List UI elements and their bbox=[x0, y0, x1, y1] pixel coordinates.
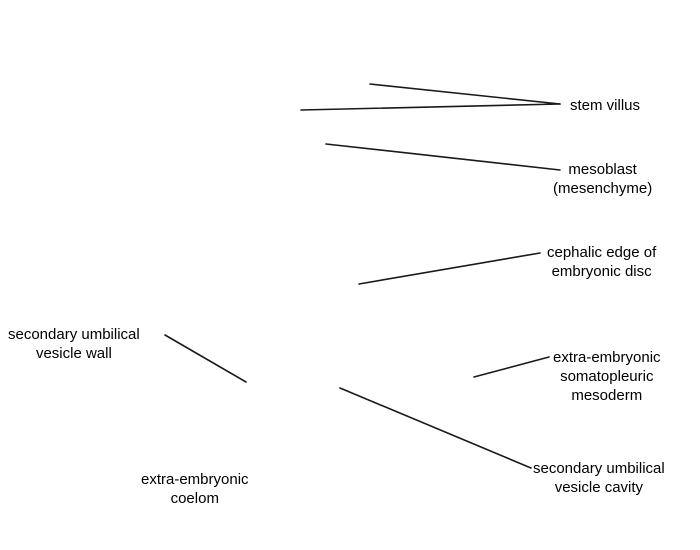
label-secondary-umbilical-vesicle-cavity-line-1: secondary umbilical bbox=[533, 460, 665, 477]
label-secondary-umbilical-vesicle-cavity: secondary umbilical vesicle cavity bbox=[533, 459, 665, 497]
leader-line-somatopleuric-mesoderm bbox=[473, 356, 550, 378]
label-mesoblast: mesoblast (mesenchyme) bbox=[553, 160, 652, 198]
leader-line-secondary-umbilical-vesicle-wall bbox=[164, 334, 247, 383]
label-extra-embryonic-coelom: extra-embryonic coelom bbox=[141, 470, 249, 508]
label-extra-embryonic-coelom-line-2: coelom bbox=[170, 490, 219, 507]
leader-line-cephalic-edge bbox=[358, 252, 541, 285]
leader-line-secondary-umbilical-vesicle-cavity bbox=[339, 387, 532, 469]
label-somatopleuric-mesoderm-line-2: somatopleuric bbox=[560, 368, 654, 385]
label-secondary-umbilical-vesicle-wall-line-1: secondary umbilical bbox=[8, 326, 140, 343]
label-stem-villus: stem villus bbox=[570, 96, 640, 115]
leader-line-mesoblast bbox=[325, 143, 561, 171]
label-cephalic-edge-line-1: cephalic edge of bbox=[547, 244, 657, 261]
label-somatopleuric-mesoderm: extra-embryonic somatopleuric mesoderm bbox=[553, 348, 661, 405]
label-secondary-umbilical-vesicle-wall-line-2: vesicle wall bbox=[35, 345, 112, 362]
label-extra-embryonic-coelom-line-1: extra-embryonic bbox=[141, 471, 249, 488]
label-secondary-umbilical-vesicle-cavity-line-2: vesicle cavity bbox=[554, 479, 644, 496]
label-cephalic-edge-line-2: embryonic disc bbox=[551, 263, 652, 280]
leader-line-stem-villus-lower bbox=[300, 103, 561, 111]
label-mesoblast-line-1: mesoblast bbox=[568, 161, 637, 178]
label-stem-villus-line-1: stem villus bbox=[570, 97, 641, 114]
label-mesoblast-line-2: (mesenchyme) bbox=[553, 180, 653, 197]
label-secondary-umbilical-vesicle-wall: secondary umbilical vesicle wall bbox=[8, 325, 140, 363]
label-cephalic-edge: cephalic edge of embryonic disc bbox=[547, 243, 656, 281]
label-somatopleuric-mesoderm-line-1: extra-embryonic bbox=[553, 349, 661, 366]
leader-line-stem-villus-upper bbox=[369, 83, 561, 105]
label-somatopleuric-mesoderm-line-3: mesoderm bbox=[571, 387, 643, 404]
